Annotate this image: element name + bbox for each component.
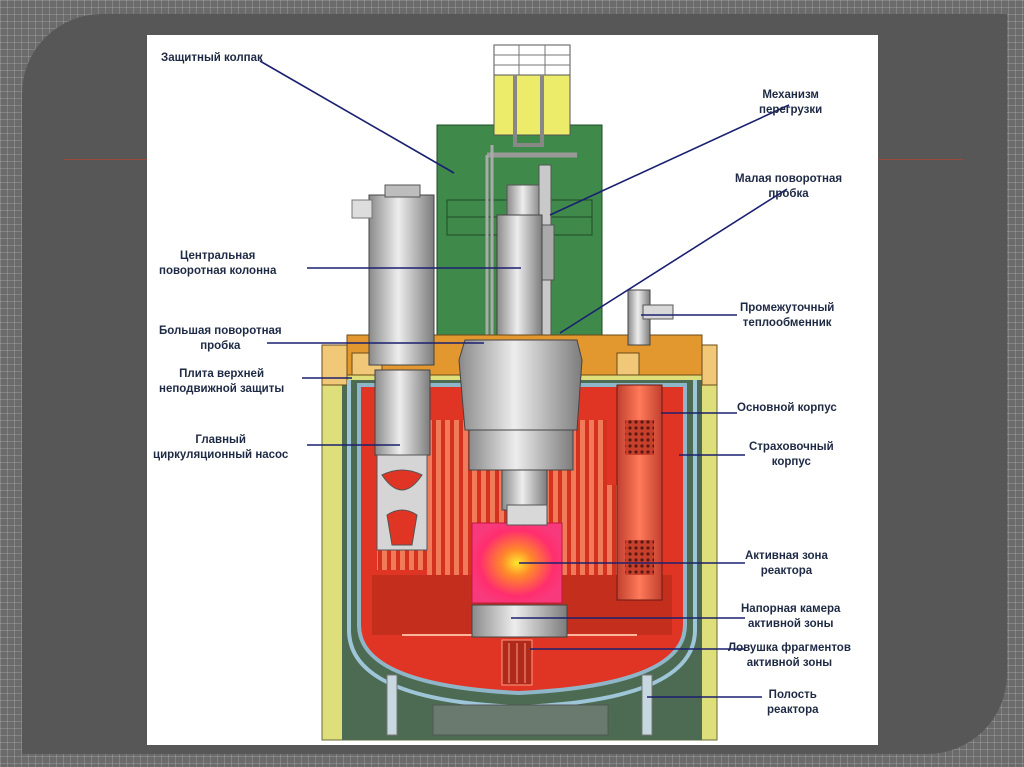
- decorative-line-right: [877, 159, 963, 160]
- leader-lines: [259, 60, 790, 698]
- label-protective-cap: Защитный колпак: [161, 52, 263, 64]
- intermediate-heat-exchanger: [616, 289, 674, 601]
- core-catcher: [501, 639, 533, 686]
- vessel-supports: [386, 674, 653, 736]
- reactor-diagram: [259, 44, 790, 741]
- main-circulation-pump: [351, 184, 435, 551]
- reactor-core: [471, 504, 568, 638]
- central-rotating-column: [496, 214, 543, 336]
- rotating-plugs: [458, 339, 583, 511]
- decorative-line-left: [64, 159, 148, 160]
- label-main-vessel: Основной корпус: [737, 402, 837, 414]
